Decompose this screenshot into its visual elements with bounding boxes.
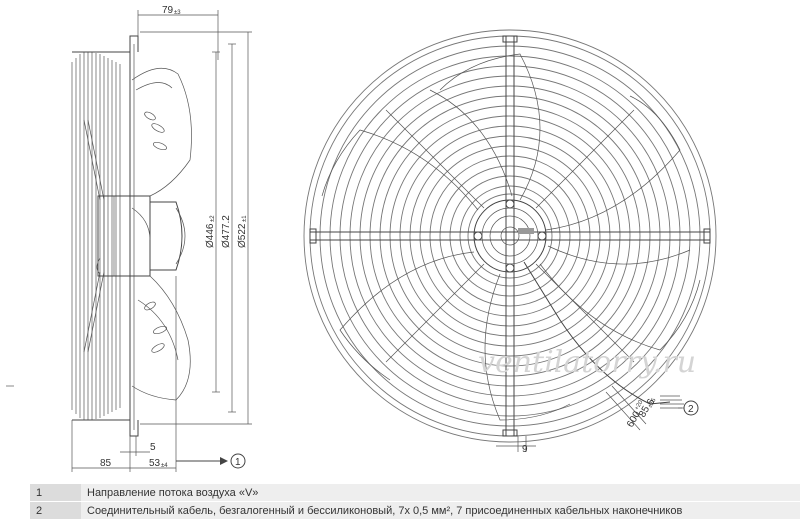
dim-79-tolerance: ±3	[174, 10, 181, 16]
front-view: 600 +20 85 ±15 6 9 2 ventilatorry.ru	[303, 29, 717, 455]
dim-79-label: 79	[162, 5, 174, 16]
dim-522-label: Ø522	[237, 223, 248, 248]
cable-600-tolerance: +20	[634, 399, 645, 411]
legend-row: 2 Соединительный кабель, безгалогенный и…	[30, 501, 800, 519]
side-view: 79 ±3 Ø446 ±2 Ø477.2 Ø522 ±1 5 85 53 ±4 …	[6, 5, 252, 472]
legend-number: 2	[30, 501, 81, 519]
legend-text: Соединительный кабель, безгалогенный и б…	[81, 501, 800, 519]
fan-technical-drawing: 79 ±3 Ø446 ±2 Ø477.2 Ø522 ±1 5 85 53 ±4 …	[6, 5, 717, 472]
dim-85-label: 85	[100, 458, 112, 469]
watermark: ventilatorry.ru	[478, 345, 696, 380]
callout-2: 2	[688, 404, 694, 415]
dim-446-tolerance: ±2	[210, 215, 216, 222]
dim-5-label: 5	[150, 442, 156, 453]
dim-9-label: 9	[522, 444, 528, 455]
dim-477-label: Ø477.2	[221, 215, 232, 248]
legend-text: Направление потока воздуха «V»	[81, 483, 800, 502]
dim-446-label: Ø446	[205, 223, 216, 248]
dim-522-tolerance: ±1	[242, 215, 248, 222]
legend-row: 1 Направление потока воздуха «V»	[30, 483, 800, 502]
legend-number: 1	[30, 483, 81, 502]
cable-6-label: 6	[645, 397, 658, 408]
dim-53-tolerance: ±4	[161, 463, 168, 469]
cable-85-label: 85	[637, 404, 652, 420]
dim-53-label: 53	[149, 458, 161, 469]
callout-1: 1	[235, 457, 241, 468]
legend-table: 1 Направление потока воздуха «V» 2 Соеди…	[30, 483, 800, 519]
cable-85-tolerance: ±15	[647, 397, 658, 409]
